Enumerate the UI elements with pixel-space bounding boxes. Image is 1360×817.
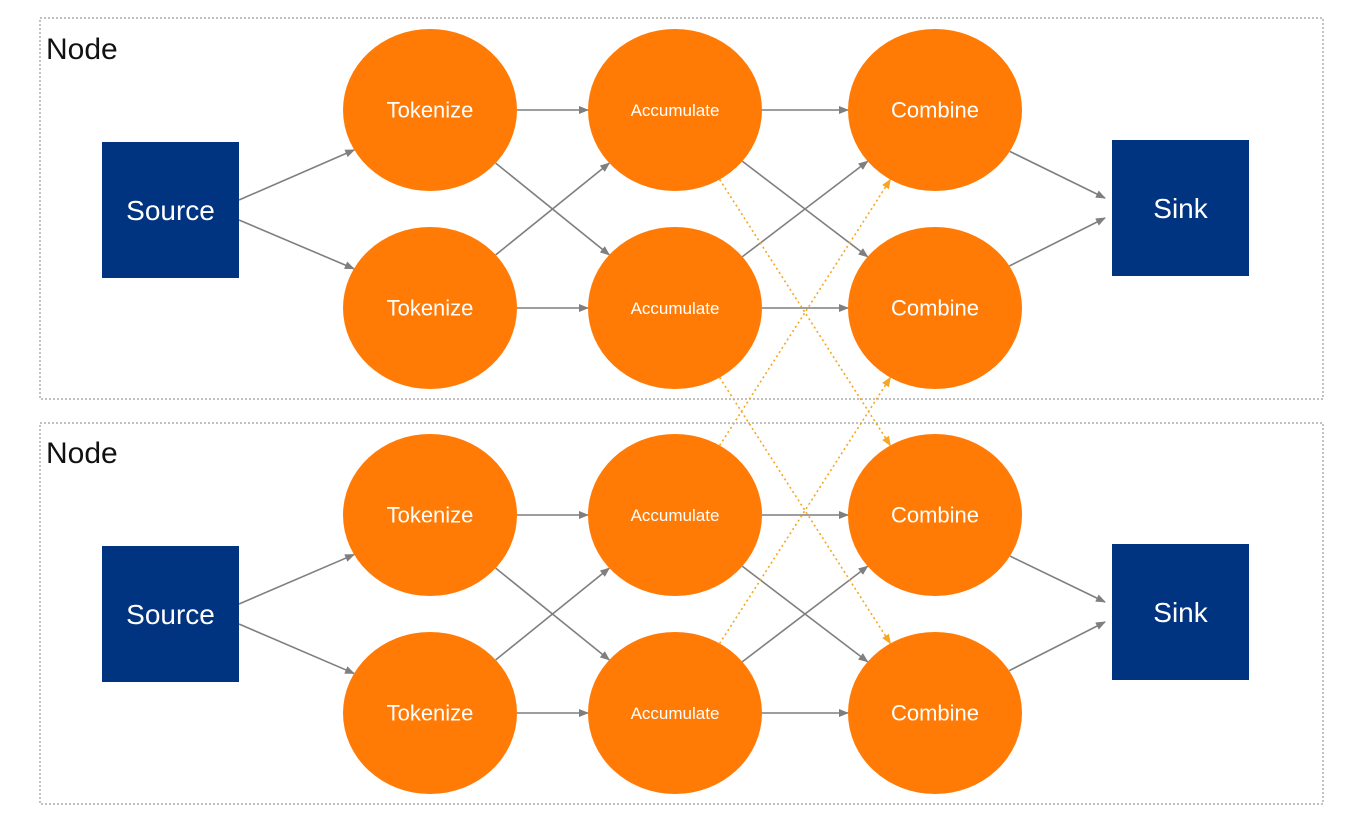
node-1-sink: Sink xyxy=(1112,140,1249,276)
node-1-source-label: Source xyxy=(126,195,215,226)
node-2-sink-label: Sink xyxy=(1153,597,1208,628)
node-1-edge-combine-2-to-sink xyxy=(1009,217,1106,267)
node-2-combine-1-shape xyxy=(848,434,1022,596)
node-2-accumulate-2: Accumulate xyxy=(588,632,762,794)
node-1-tokenize-1-label: Tokenize xyxy=(387,98,474,123)
node-2-title: Node xyxy=(46,437,118,470)
node-2-edge-tokenize-2-to-accumulate-1 xyxy=(495,567,611,661)
node-1-title: Node xyxy=(46,33,118,66)
node-1-accumulate-2-shape xyxy=(588,227,762,389)
node-1-edge-source-to-tokenize-1 xyxy=(238,149,356,201)
node-1-accumulate-2-label: Accumulate xyxy=(631,299,720,318)
node-2-edge-accumulate-2-to-combine-1 xyxy=(741,565,869,663)
node-2-accumulate-1-label: Accumulate xyxy=(631,506,720,525)
node-1-combine-2-label: Combine xyxy=(891,296,979,321)
node-2-edge-combine-2-to-sink xyxy=(1008,621,1106,672)
node-2-tokenize-1-label: Tokenize xyxy=(387,503,474,528)
node-1-source: Source xyxy=(102,142,239,278)
node-1-edge-accumulate-2-to-combine-1 xyxy=(741,160,869,258)
node-1-combine-1-label: Combine xyxy=(891,98,979,123)
node-1-combine-2-shape xyxy=(848,227,1022,389)
node-1-accumulate-2: Accumulate xyxy=(588,227,762,389)
edges-layer xyxy=(238,106,1106,717)
node-2-edge-combine-1-to-sink xyxy=(1009,555,1106,603)
node-2-source-shape xyxy=(102,546,239,682)
node-1-border xyxy=(39,17,1324,400)
node-2-tokenize-2: Tokenize xyxy=(343,632,517,794)
node-1-tokenize-1-shape xyxy=(343,29,517,191)
node-2-tokenize-1-shape xyxy=(343,434,517,596)
node-2-accumulate-1-shape xyxy=(588,434,762,596)
node-2-combine-1-label: Combine xyxy=(891,503,979,528)
node-2-source: Source xyxy=(102,546,239,682)
node-1-edge-source-to-tokenize-2 xyxy=(238,219,355,270)
node-2-tokenize-2-label: Tokenize xyxy=(387,701,474,726)
node-1-tokenize-2: Tokenize xyxy=(343,227,517,389)
node-1-combine-1: Combine xyxy=(848,29,1022,191)
node-2-source-label: Source xyxy=(126,599,215,630)
node-1-combine-1-shape xyxy=(848,29,1022,191)
cross-node-edges-layer xyxy=(718,178,892,645)
node-1-tokenize-2-label: Tokenize xyxy=(387,296,474,321)
node-1-edge-tokenize-2-to-accumulate-1 xyxy=(495,162,611,256)
node-1: Node xyxy=(39,17,1324,400)
node-2-tokenize-1: Tokenize xyxy=(343,434,517,596)
node-2-tokenize-2-shape xyxy=(343,632,517,794)
node-2-border xyxy=(39,422,1324,805)
node-2-combine-2-label: Combine xyxy=(891,701,979,726)
node-2-combine-2-shape xyxy=(848,632,1022,794)
node-1-source-shape xyxy=(102,142,239,278)
node-1-combine-2: Combine xyxy=(848,227,1022,389)
node-1-edge-combine-1-to-sink xyxy=(1009,150,1106,199)
node-1-tokenize-1: Tokenize xyxy=(343,29,517,191)
node-1-accumulate-1-shape xyxy=(588,29,762,191)
node-1-accumulate-1: Accumulate xyxy=(588,29,762,191)
node-1-tokenize-2-shape xyxy=(343,227,517,389)
node-2-edge-source-to-tokenize-1 xyxy=(238,553,355,605)
node-1-sink-label: Sink xyxy=(1153,193,1208,224)
node-2-accumulate-2-shape xyxy=(588,632,762,794)
node-1-accumulate-1-label: Accumulate xyxy=(631,101,720,120)
node-2-combine-2: Combine xyxy=(848,632,1022,794)
node-2-combine-1: Combine xyxy=(848,434,1022,596)
node-2-accumulate-1: Accumulate xyxy=(588,434,762,596)
node-2-sink: Sink xyxy=(1112,544,1249,680)
node-2: Node xyxy=(39,422,1324,805)
node-2-sink-shape xyxy=(1112,544,1249,680)
node-2-edge-source-to-tokenize-2 xyxy=(238,623,355,675)
node-1-sink-shape xyxy=(1112,140,1249,276)
node-2-accumulate-2-label: Accumulate xyxy=(631,704,720,723)
